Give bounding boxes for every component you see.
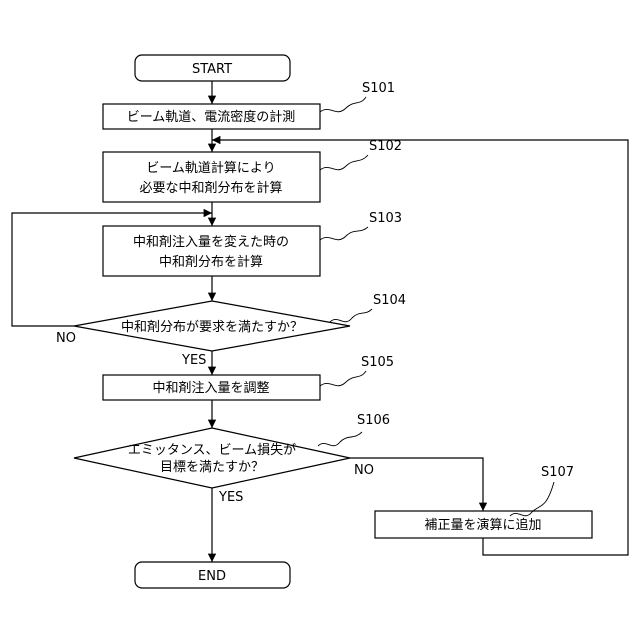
s103-text-line2: 中和剤分布を計算 bbox=[159, 254, 263, 270]
s105-leader bbox=[320, 371, 366, 386]
s104-no-label: NO bbox=[56, 331, 76, 346]
s106-no-label: NO bbox=[354, 463, 374, 478]
decision-s104: 中和剤分布が要求を満たすか？ bbox=[74, 301, 350, 351]
s103-leader bbox=[320, 227, 368, 240]
s102-leader bbox=[320, 155, 368, 170]
s104-leader bbox=[330, 309, 372, 322]
s106-leader bbox=[318, 432, 362, 446]
s106-text-line1: エミッタンス、ビーム損失が bbox=[128, 443, 296, 458]
s104-yes-label: YES bbox=[181, 353, 206, 368]
start-label: START bbox=[192, 62, 232, 77]
s101-step-label: S101 bbox=[362, 81, 395, 96]
process-s103: 中和剤注入量を変えた時の 中和剤分布を計算 bbox=[103, 226, 320, 276]
s105-step-label: S105 bbox=[361, 355, 394, 370]
s101-text: ビーム軌道、電流密度の計測 bbox=[127, 109, 296, 125]
s106-step-label: S106 bbox=[357, 413, 390, 428]
s105-text: 中和剤注入量を調整 bbox=[152, 380, 269, 396]
s102-text-line2: 必要な中和剤分布を計算 bbox=[139, 180, 282, 196]
s102-text-line1: ビーム軌道計算により bbox=[146, 160, 275, 176]
start-terminal: START bbox=[135, 55, 290, 81]
s101-leader bbox=[320, 97, 366, 112]
s107-step-label: S107 bbox=[541, 465, 574, 480]
s107-text: 補正量を演算に追加 bbox=[424, 517, 541, 533]
end-label: END bbox=[198, 569, 226, 584]
process-s105: 中和剤注入量を調整 bbox=[103, 375, 320, 400]
process-s107: 補正量を演算に追加 bbox=[375, 511, 592, 538]
s104-step-label: S104 bbox=[373, 293, 406, 308]
decision-s106: エミッタンス、ビーム損失が 目標を満たすか？ bbox=[74, 428, 350, 488]
s104-text: 中和剤分布が要求を満たすか？ bbox=[121, 319, 303, 335]
s103-text-line1: 中和剤注入量を変えた時の bbox=[133, 234, 289, 250]
end-terminal: END bbox=[135, 562, 290, 588]
s103-step-label: S103 bbox=[369, 211, 402, 226]
process-s102: ビーム軌道計算により 必要な中和剤分布を計算 bbox=[103, 152, 320, 202]
process-s101: ビーム軌道、電流密度の計測 bbox=[103, 104, 320, 129]
s106-yes-label: YES bbox=[218, 490, 243, 505]
s106-text-line2: 目標を満たすか？ bbox=[160, 460, 264, 475]
s102-step-label: S102 bbox=[369, 139, 402, 154]
